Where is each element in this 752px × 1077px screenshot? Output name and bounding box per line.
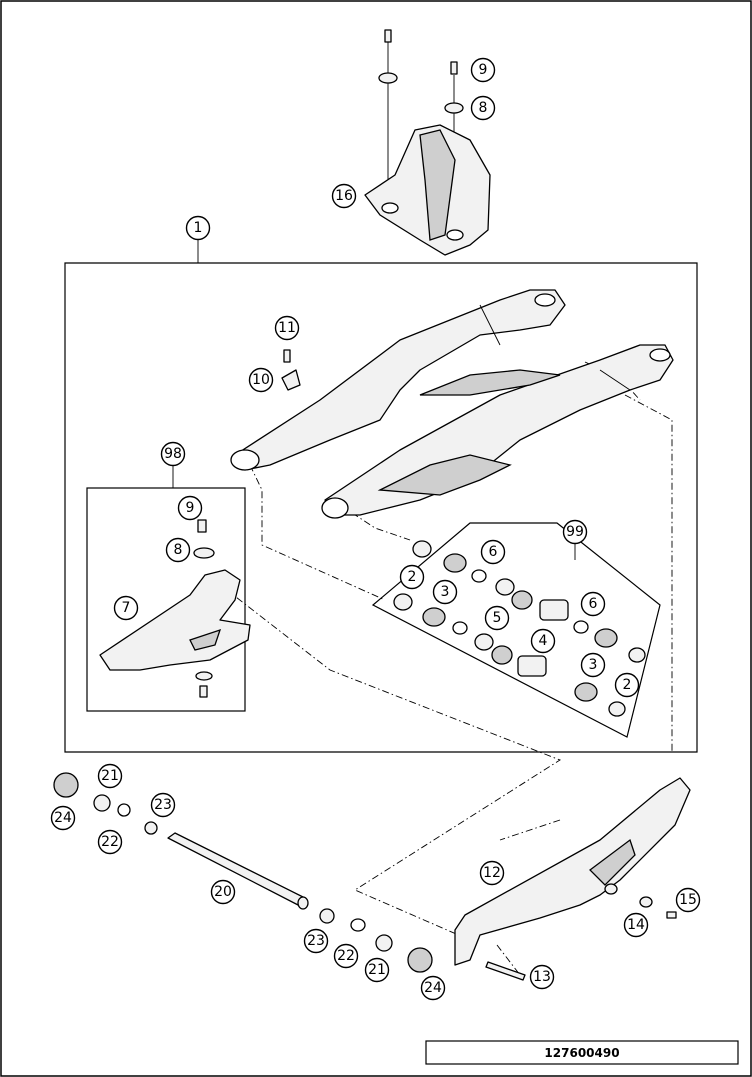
callout-label-15: 15	[679, 892, 697, 908]
callout-label-2b: 2	[623, 677, 632, 693]
dashed-assembly-lines	[213, 361, 673, 976]
callout-24a: 24	[50, 805, 76, 831]
callout-label-12: 12	[483, 865, 501, 881]
callout-20: 20	[210, 879, 236, 905]
callout-label-9a: 9	[479, 62, 488, 78]
callout-14: 14	[623, 912, 649, 938]
mudguard-part	[364, 29, 491, 256]
swingarm-part	[230, 289, 674, 519]
assembly-frames	[64, 262, 698, 753]
callout-label-2a: 2	[408, 569, 417, 585]
callout-label-10: 10	[252, 372, 270, 388]
callout-9b: 9	[177, 495, 203, 521]
frame-chain-guide-kit	[86, 487, 246, 712]
callout-23a: 23	[150, 792, 176, 818]
callout-8b: 8	[165, 537, 191, 563]
callout-9a: 9	[470, 57, 496, 83]
chain-guard-part	[454, 777, 691, 981]
callout-1: 1	[185, 215, 211, 241]
drawing-number: 127600490	[544, 1046, 619, 1060]
callout-4: 4	[530, 628, 556, 654]
callout-label-24b: 24	[424, 980, 442, 996]
callout-7: 7	[113, 595, 139, 621]
callout-22b: 22	[333, 943, 359, 969]
callout-2a: 2	[399, 564, 425, 590]
frame-bearing-kit	[371, 522, 661, 738]
callout-label-3b: 3	[589, 657, 598, 673]
callout-label-16: 16	[335, 188, 353, 204]
callout-99: 99	[562, 519, 588, 545]
axle-parts	[53, 772, 433, 973]
callout-3a: 3	[432, 579, 458, 605]
callout-22a: 22	[97, 829, 123, 855]
callout-label-23a: 23	[154, 797, 172, 813]
callout-13: 13	[529, 964, 555, 990]
callout-label-23b: 23	[307, 933, 325, 949]
callout-2b: 2	[614, 672, 640, 698]
callout-label-21a: 21	[101, 768, 119, 784]
callout-label-7: 7	[122, 600, 131, 616]
callout-11: 11	[274, 315, 300, 341]
callout-label-4: 4	[539, 633, 548, 649]
frame-swingarm-assembly	[64, 262, 698, 753]
callout-8a: 8	[470, 95, 496, 121]
callout-21a: 21	[97, 763, 123, 789]
callout-label-14: 14	[627, 917, 645, 933]
callout-3b: 3	[580, 652, 606, 678]
callout-6b: 6	[580, 591, 606, 617]
callout-label-3a: 3	[441, 584, 450, 600]
callout-label-8a: 8	[479, 100, 488, 116]
callout-label-13: 13	[533, 969, 551, 985]
callout-label-22b: 22	[337, 948, 355, 964]
callout-label-5: 5	[493, 610, 502, 626]
bearing-kit-parts	[393, 540, 646, 717]
callout-label-21b: 21	[368, 962, 386, 978]
callout-10: 10	[248, 367, 274, 393]
callout-label-6b: 6	[589, 596, 598, 612]
callout-label-99: 99	[566, 524, 584, 540]
drawing-number-box: 127600490	[425, 1040, 739, 1065]
callout-label-24a: 24	[54, 810, 72, 826]
callout-23b: 23	[303, 928, 329, 954]
callout-label-1: 1	[194, 220, 203, 236]
callout-16: 16	[331, 183, 357, 209]
callout-label-22a: 22	[101, 834, 119, 850]
callout-24b: 24	[420, 975, 446, 1001]
callout-15: 15	[675, 887, 701, 913]
callout-label-20: 20	[214, 884, 232, 900]
callout-98: 98	[160, 441, 186, 467]
callout-label-11: 11	[278, 320, 296, 336]
callout-label-9b: 9	[186, 500, 195, 516]
callout-12: 12	[479, 860, 505, 886]
callout-label-6a: 6	[489, 544, 498, 560]
callout-6a: 6	[480, 539, 506, 565]
callout-5: 5	[484, 605, 510, 631]
chain-guide-part	[99, 519, 251, 698]
callout-label-98: 98	[164, 446, 182, 462]
callout-label-8b: 8	[174, 542, 183, 558]
callout-21b: 21	[364, 957, 390, 983]
